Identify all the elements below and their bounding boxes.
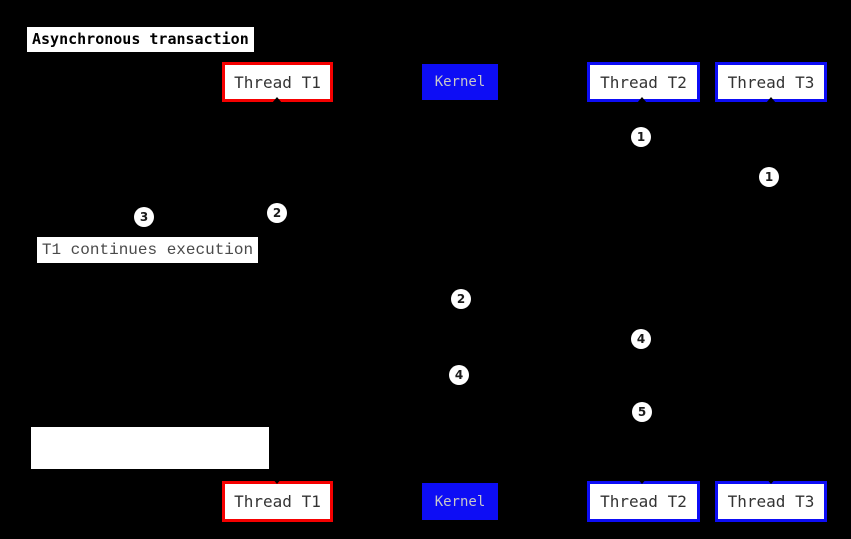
step-marker-2-thread-t1: 2 [267,203,287,223]
lifeline-notch [272,478,282,484]
participant-kernel-top: Kernel [422,64,498,100]
lifeline-notch [272,97,282,103]
participant-thread-t1-bottom: Thread T1 [222,481,333,522]
lifeline-notch [766,478,776,484]
lifeline-notch [766,97,776,103]
step-marker-1-thread-t2: 1 [631,127,651,147]
participant-thread-t2-bottom: Thread T2 [587,481,700,522]
note-t1-continues: T1 continues execution [37,237,258,263]
step-marker-4-thread-t2: 4 [631,329,651,349]
participant-thread-t1-top: Thread T1 [222,62,333,102]
participant-kernel-bottom: Kernel [422,483,498,520]
lifeline-thread-t2 [642,102,643,481]
lifeline-thread-t1 [277,102,278,481]
participant-thread-t3-top: Thread T3 [715,62,827,102]
step-marker-4-kernel: 4 [449,365,469,385]
step-marker-2-kernel: 2 [451,289,471,309]
step-marker-1-thread-t3: 1 [759,167,779,187]
note-empty [31,427,269,469]
lifeline-notch [637,478,647,484]
participant-thread-t2-top: Thread T2 [587,62,700,102]
lifeline-notch [637,97,647,103]
step-marker-5-thread-t2: 5 [632,402,652,422]
participant-thread-t3-bottom: Thread T3 [715,481,827,522]
lifeline-thread-t3 [771,102,772,481]
diagram-title: Asynchronous transaction [27,27,254,52]
step-marker-3: 3 [134,207,154,227]
